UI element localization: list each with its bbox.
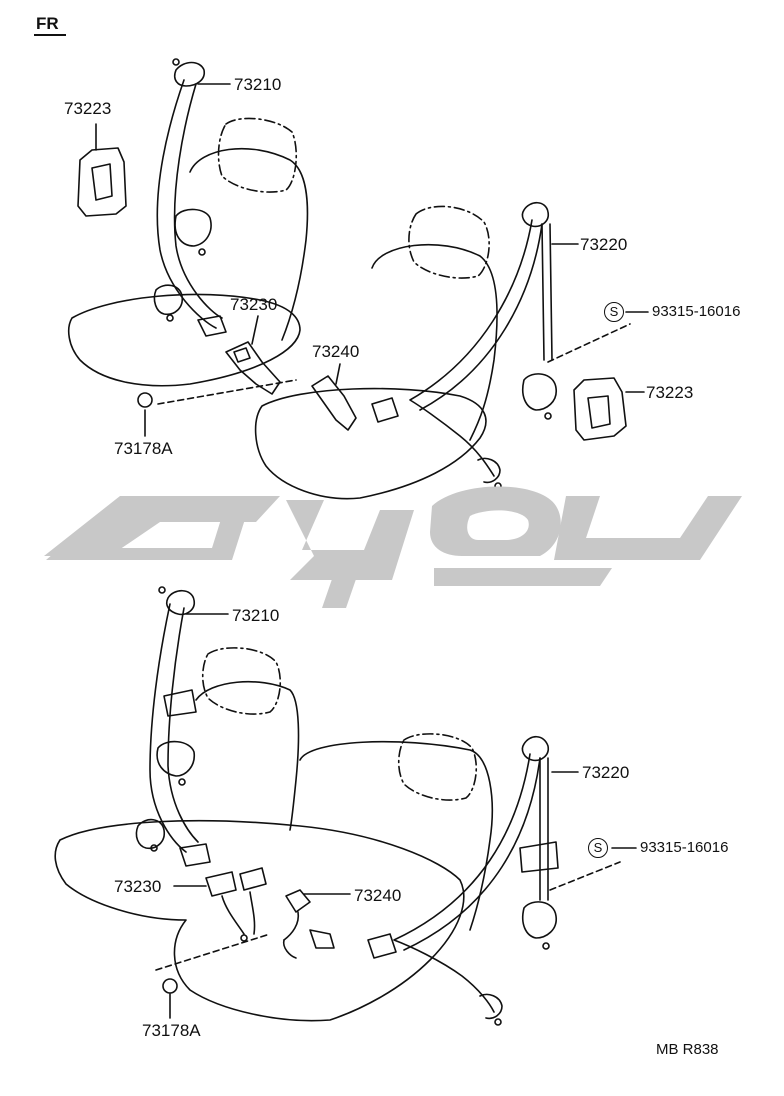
headrest-bottom-right — [397, 733, 478, 801]
label-bolt-code-top: 93315-16016 — [652, 303, 741, 320]
front-direction-underline — [34, 34, 66, 36]
buckle-73240-top — [311, 375, 357, 431]
label-73240-top: 73240 — [312, 342, 360, 361]
label-73223-left: 73223 — [64, 99, 112, 118]
label-73240-bottom: 73240 — [354, 886, 402, 905]
shoulder-belt-73220-top — [409, 219, 533, 477]
label-73230-top: 73230 — [230, 295, 278, 314]
headrest-right-top — [408, 205, 490, 279]
shoulder-belt-73220-bottom — [393, 753, 531, 1013]
cover-73223-right — [573, 377, 627, 441]
shoulder-belt-73210-bottom — [149, 603, 187, 853]
seat-cushion-right-top — [254, 387, 487, 500]
plug-73178a-top — [137, 392, 153, 408]
plug-73178a-bottom — [162, 978, 178, 994]
shoulder-belt-73210-top — [156, 79, 217, 329]
bench-cushion-bottom — [54, 819, 465, 1022]
seat-cushion-left-top — [67, 293, 301, 387]
label-73210-bottom: 73210 — [232, 606, 280, 625]
label-73223-right: 73223 — [646, 383, 694, 402]
label-73210-top: 73210 — [234, 75, 282, 94]
bolt-symbol-bottom: S — [588, 838, 608, 858]
watermark — [44, 486, 742, 608]
label-73220-top: 73220 — [580, 235, 628, 254]
label-73178a-top: 73178A — [114, 439, 173, 458]
label-73178a-bottom: 73178A — [142, 1021, 201, 1040]
label-73220-bottom: 73220 — [582, 763, 630, 782]
front-direction-label: FR — [36, 14, 59, 33]
buckle-73230-bottom — [205, 871, 237, 897]
bench-back-bottom — [195, 680, 300, 831]
buckle-73230-top — [225, 341, 281, 395]
buckle-73240-bottom — [285, 889, 311, 913]
headrest-left-top — [217, 117, 298, 193]
footer-code: MB R838 — [656, 1041, 719, 1058]
seat-back-left-top — [189, 147, 309, 341]
label-bolt-code-bottom: 93315-16016 — [640, 839, 729, 856]
bolt-symbol-top: S — [604, 302, 624, 322]
cover-73223-left — [77, 147, 127, 217]
label-73230-bottom: 73230 — [114, 877, 162, 896]
headrest-bottom-left — [201, 647, 282, 715]
